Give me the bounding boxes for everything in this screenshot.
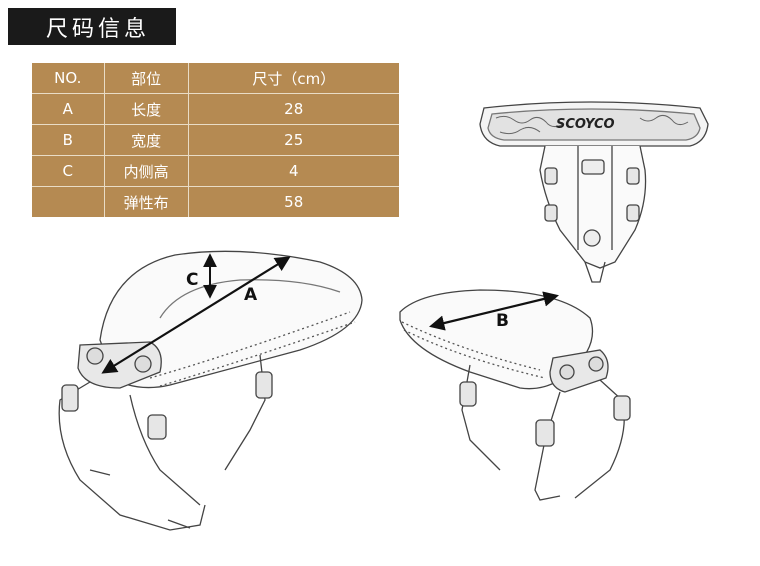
cell-size: 25 — [188, 124, 399, 156]
cell-size-text: 58 — [284, 193, 304, 211]
cell-size: 28 — [188, 93, 399, 125]
cell-size-text: 25 — [284, 131, 304, 149]
section-title: 尺码信息 — [8, 8, 176, 45]
table-row: B 宽度 25 — [32, 124, 399, 156]
header-part: 部位 — [104, 63, 189, 94]
label-c: C — [186, 270, 198, 290]
cell-part: 弹性布 — [104, 186, 189, 217]
size-table: NO. 部位 尺寸（cm） A 长度 28 B 宽度 25 C 内侧高 4 弹性… — [32, 63, 399, 217]
table-row: C 内侧高 4 — [32, 155, 399, 187]
dimension-a-arrow — [101, 256, 291, 374]
table-row: 弹性布 58 — [32, 186, 399, 218]
product-side-view — [399, 289, 631, 501]
table-row: A 长度 28 — [32, 93, 399, 125]
header-size: 尺寸（cm） — [188, 63, 399, 94]
label-a: A — [244, 285, 258, 305]
cell-part: 宽度 — [104, 124, 189, 156]
dimension-b-arrow — [429, 291, 559, 331]
header-no: NO. — [32, 63, 105, 94]
cell-no: B — [32, 124, 105, 156]
label-b: B — [496, 311, 509, 331]
section-title-text: 尺码信息 — [46, 16, 151, 42]
cell-size: 4 — [188, 155, 399, 187]
brand-logo: SCOYCO — [556, 117, 615, 132]
cell-no — [32, 186, 105, 217]
cell-no: A — [32, 93, 105, 125]
cell-part: 内侧高 — [104, 155, 189, 187]
table-header-row: NO. 部位 尺寸（cm） — [32, 63, 399, 94]
cell-size-text: 4 — [288, 162, 299, 180]
cell-size-text: 28 — [284, 100, 304, 118]
product-top-view — [479, 101, 709, 283]
header-size-text: 尺寸（cm） — [252, 69, 336, 88]
cell-part: 长度 — [104, 93, 189, 125]
cell-size: 58 — [188, 187, 399, 218]
cell-no: C — [32, 155, 105, 187]
